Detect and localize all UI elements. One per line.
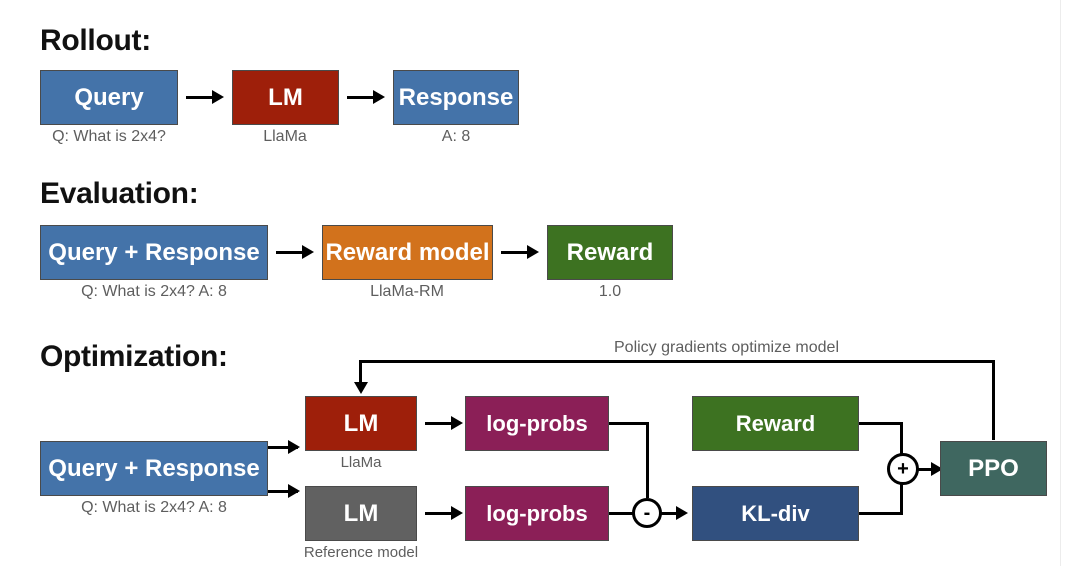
caption-rollout-lm: LlaMa <box>263 128 307 145</box>
section-title-rollout: Rollout: <box>40 24 151 57</box>
arrowhead-evaluation-2 <box>527 245 539 259</box>
arrowhead-subtract-to-kldiv <box>676 506 688 520</box>
caption-evaluation-reward: 1.0 <box>598 283 622 300</box>
arrowhead-rollout-2 <box>373 90 385 104</box>
annotation-policy-gradients: Policy gradients optimize model <box>614 339 839 356</box>
connector-kldiv-to-add-v <box>900 468 903 515</box>
caption-rollout-response: A: 8 <box>441 128 471 145</box>
operator-subtract: - <box>632 498 662 528</box>
node-optimization-reward[interactable]: Reward <box>692 396 859 451</box>
connector-feedback-vertical-right <box>992 360 995 440</box>
connector-rollout-2 <box>347 96 375 99</box>
connector-subtract-to-kldiv <box>661 512 683 515</box>
arrowhead-input-to-reference-lm <box>288 484 300 498</box>
node-evaluation-reward-model[interactable]: Reward model <box>322 225 493 280</box>
caption-rollout-query: Q: What is 2x4? <box>52 128 166 145</box>
connector-logprobs-reference-to-subtract <box>609 512 633 515</box>
connector-kldiv-to-add-h <box>859 512 903 515</box>
node-optimization-active-lm[interactable]: LM <box>305 396 417 451</box>
caption-evaluation-query-response: Q: What is 2x4? A: 8 <box>81 283 227 300</box>
node-evaluation-query-response[interactable]: Query + Response <box>40 225 268 280</box>
connector-feedback-horizontal <box>359 360 995 363</box>
page-edge-right <box>1060 0 1061 566</box>
arrowhead-reference-lm-to-logprobs <box>451 506 463 520</box>
connector-rollout-1 <box>186 96 214 99</box>
connector-reference-lm-to-logprobs <box>425 512 453 515</box>
arrowhead-input-to-active-lm <box>288 440 300 454</box>
arrowhead-rollout-1 <box>212 90 224 104</box>
connector-input-to-reference-lm <box>268 490 298 493</box>
node-optimization-logprobs-reference[interactable]: log-probs <box>465 486 609 541</box>
connector-input-to-active-lm <box>268 446 298 449</box>
connector-add-to-ppo <box>918 468 938 471</box>
node-optimization-ppo[interactable]: PPO <box>940 441 1047 496</box>
connector-reward-to-add-h <box>859 422 903 425</box>
connector-evaluation-1 <box>276 251 304 254</box>
arrowhead-evaluation-1 <box>302 245 314 259</box>
node-rollout-query[interactable]: Query <box>40 70 178 125</box>
connector-feedback-vertical-left <box>359 360 362 388</box>
arrowhead-feedback <box>354 382 368 394</box>
connector-logprobs-active-to-subtract-h <box>609 422 649 425</box>
caption-evaluation-reward-model: LlaMa-RM <box>370 283 444 300</box>
caption-optimization-query-response: Q: What is 2x4? A: 8 <box>81 499 227 516</box>
section-title-evaluation: Evaluation: <box>40 177 199 210</box>
caption-optimization-active-lm: LlaMa <box>340 454 382 471</box>
connector-active-lm-to-logprobs <box>425 422 453 425</box>
connector-reward-to-add-v <box>900 422 903 468</box>
node-optimization-query-response[interactable]: Query + Response <box>40 441 268 496</box>
arrowhead-active-lm-to-logprobs <box>451 416 463 430</box>
section-title-optimization: Optimization: <box>40 340 228 373</box>
operator-add: + <box>887 453 919 485</box>
connector-logprobs-active-to-subtract-v <box>646 422 649 498</box>
connector-evaluation-2 <box>501 251 529 254</box>
node-optimization-kl-div[interactable]: KL-div <box>692 486 859 541</box>
node-evaluation-reward[interactable]: Reward <box>547 225 673 280</box>
node-optimization-logprobs-active[interactable]: log-probs <box>465 396 609 451</box>
caption-optimization-reference-lm: Reference model <box>303 544 419 561</box>
node-rollout-lm[interactable]: LM <box>232 70 339 125</box>
node-optimization-reference-lm[interactable]: LM <box>305 486 417 541</box>
node-rollout-response[interactable]: Response <box>393 70 519 125</box>
